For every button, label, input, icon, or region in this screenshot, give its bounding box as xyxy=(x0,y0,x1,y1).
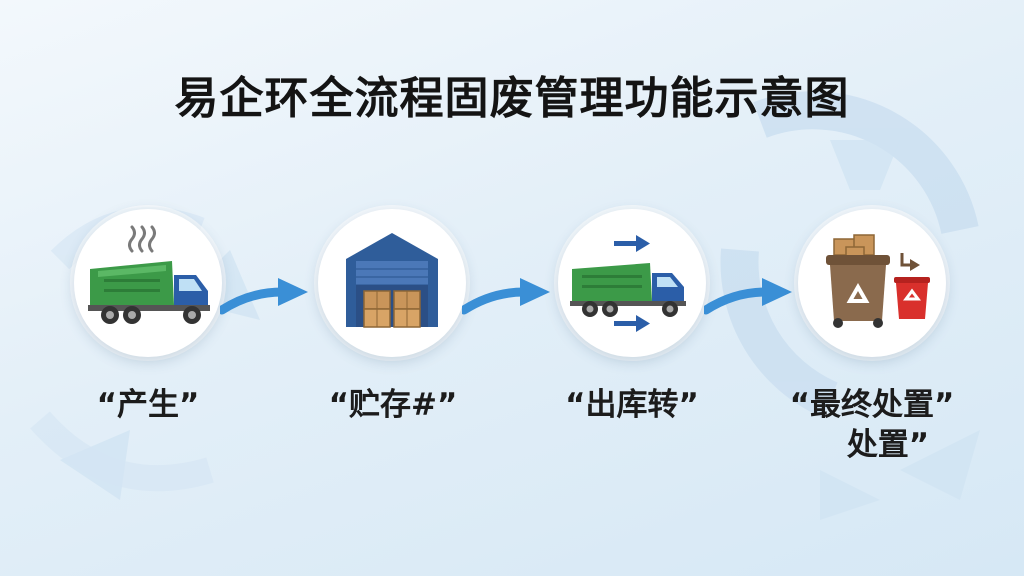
page-title: 易企环全流程固废管理功能示意图 xyxy=(174,73,850,124)
step-label-storage: “贮存#” xyxy=(328,387,458,423)
step-label-disposal-line2: 处置” xyxy=(846,427,930,463)
step-circle-generation xyxy=(74,209,222,357)
flow-arrow-1 xyxy=(220,278,308,315)
step-label-disposal: “最终处置” xyxy=(789,387,955,423)
step-label-outbound: “出库转” xyxy=(565,387,699,423)
flow-arrow-2 xyxy=(462,278,550,315)
transport-truck-icon xyxy=(570,235,686,332)
recycle-bin-icon xyxy=(826,234,930,328)
step-circle-storage xyxy=(318,209,466,357)
step-circle-outbound xyxy=(558,209,706,357)
warehouse-icon xyxy=(346,233,438,328)
step-label-generation: “产生” xyxy=(96,387,200,423)
step-circle-disposal xyxy=(798,209,946,357)
garbage-truck-icon xyxy=(88,225,210,324)
flow-arrow-3 xyxy=(704,278,792,315)
